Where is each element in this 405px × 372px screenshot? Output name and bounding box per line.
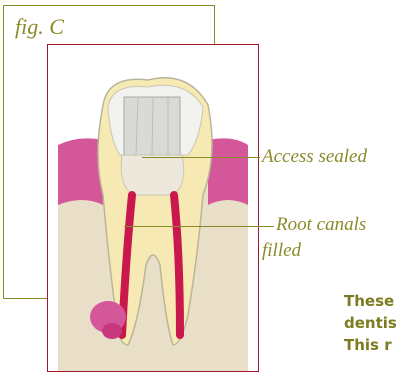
tooth-illustration-frame	[47, 44, 259, 372]
body-paragraph: These dentis This r	[344, 290, 405, 367]
access-sealed-text: Access sealed	[262, 146, 367, 167]
gum-left	[58, 138, 103, 205]
body-line-2: dentis	[344, 312, 405, 334]
access-sealed-label: Access sealed	[262, 144, 367, 170]
body-line-1: These	[344, 290, 405, 312]
root-canals-label: Root canals	[276, 212, 366, 238]
tooth-illustration	[48, 45, 258, 371]
access-sealed-leader	[142, 157, 260, 158]
root-canals-text-line1: Root canals	[276, 212, 366, 238]
root-canals-label-line2: filled	[262, 238, 301, 264]
pulp-chamber	[121, 155, 184, 195]
body-line-3: This r	[344, 334, 405, 356]
root-canals-leader	[124, 226, 274, 227]
root-canals-text-line2: filled	[262, 238, 301, 264]
figure-label: fig. C	[15, 14, 64, 40]
gum-right	[208, 138, 248, 205]
abscess-core	[102, 323, 122, 339]
